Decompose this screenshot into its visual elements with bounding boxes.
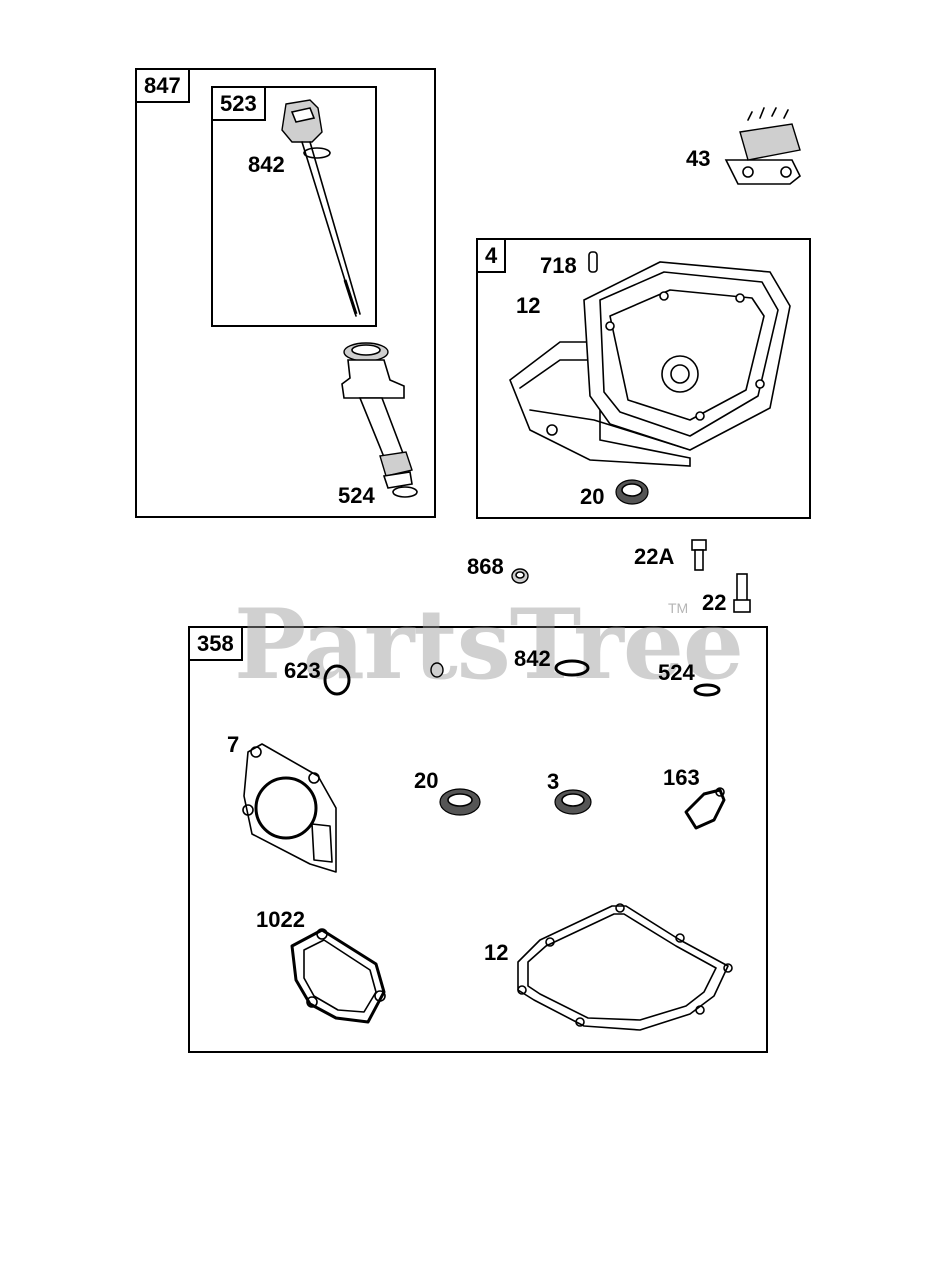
label-1022-gasket: 1022 — [256, 907, 305, 932]
label-20-kit-seal: 20 — [414, 768, 439, 793]
label-22a-bolt: 22A — [634, 544, 675, 569]
bolt-22-icon[interactable] — [733, 573, 751, 613]
sump-gasket-icon[interactable] — [517, 903, 733, 1031]
oring-842-icon[interactable] — [554, 659, 590, 677]
watermark: PartsTree — [234, 588, 744, 701]
label-22-bolt: 22 — [702, 590, 727, 615]
drain-plug-icon[interactable] — [511, 568, 529, 584]
label-524-kit-oring: 524 — [658, 660, 695, 685]
label-12-sump-gasket: 12 — [484, 940, 509, 965]
oil-seal-icon[interactable] — [615, 479, 649, 505]
label-20-seal: 20 — [580, 484, 605, 509]
kit-seal-20-icon[interactable] — [439, 788, 481, 816]
dowel-pin-icon[interactable] — [588, 251, 598, 273]
kit-plug-icon[interactable] — [430, 662, 444, 678]
label-43-governor: 43 — [686, 146, 711, 171]
label-3-seal: 3 — [547, 769, 560, 794]
governor-icon[interactable] — [724, 107, 802, 185]
label-842-kit-oring: 842 — [514, 646, 551, 671]
label-842-dipstick-oring: 842 — [248, 152, 285, 177]
box-358: 358 — [188, 626, 768, 1053]
label-868-plug: 868 — [467, 554, 504, 579]
watermark-tm: TM — [668, 600, 689, 616]
dipstick-tube-icon[interactable] — [341, 342, 413, 489]
box-523: 523 — [211, 86, 377, 327]
bolt-22a-icon[interactable] — [691, 539, 707, 571]
sump-icon[interactable] — [509, 261, 791, 467]
gasket-163-icon[interactable] — [684, 787, 726, 830]
kit-seal-3-icon[interactable] — [554, 789, 592, 815]
dipstick-oring-icon[interactable] — [303, 147, 331, 159]
box-4: 4 — [476, 238, 811, 519]
box-358-tag: 358 — [190, 628, 243, 661]
label-7-head-gasket: 7 — [227, 732, 240, 757]
box-847-tag: 847 — [137, 70, 190, 103]
label-163-gasket: 163 — [663, 765, 700, 790]
box-523-tag: 523 — [213, 88, 266, 121]
oring-524-icon[interactable] — [693, 683, 721, 697]
box-4-tag: 4 — [478, 240, 507, 273]
box-847: 847 — [135, 68, 436, 518]
label-12-sump: 12 — [516, 293, 541, 318]
head-gasket-icon[interactable] — [242, 743, 337, 873]
label-718-dowel: 718 — [540, 253, 577, 278]
tube-oring-icon[interactable] — [392, 486, 418, 498]
label-524-tube-oring: 524 — [338, 483, 375, 508]
label-623-oring: 623 — [284, 658, 321, 683]
dipstick-icon[interactable] — [281, 99, 361, 317]
gasket-1022-icon[interactable] — [290, 928, 386, 1024]
oring-623-icon[interactable] — [323, 664, 351, 696]
